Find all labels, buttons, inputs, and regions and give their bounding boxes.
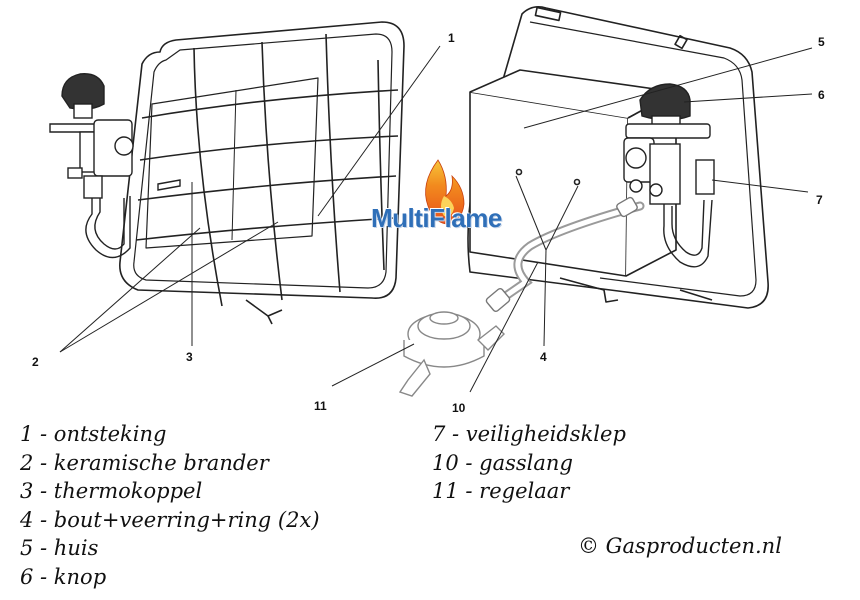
rear-frame-inner: [529, 21, 757, 297]
callout-4: 4: [540, 350, 547, 364]
callout-6: 6: [818, 88, 825, 102]
gas-hose: [485, 196, 645, 313]
legend-item: 1 - ontsteking: [20, 422, 167, 446]
callout-11: 11: [314, 399, 327, 413]
housing-box: [469, 91, 629, 277]
legend-item: 6 - knop: [20, 564, 107, 589]
front-frame-inner: [133, 33, 393, 289]
callout-7: 7: [816, 193, 823, 207]
callout-3: 3: [186, 350, 193, 364]
callout-10: 10: [452, 401, 466, 415]
regulator: [398, 311, 505, 397]
legend-right: 7 - veiligheidsklep 10 - gasslang 11 - r…: [432, 420, 626, 506]
rear-view-heater: [467, 6, 769, 309]
legend-item: 5 - huis: [20, 536, 99, 560]
front-view-heater: [119, 21, 405, 325]
safety-valve-body: [695, 159, 715, 195]
copyright-notice: © Gasproducten.nl: [578, 534, 782, 558]
legend-item: 10 - gasslang: [432, 450, 573, 475]
legend-item: 2 - keramische brander: [20, 450, 269, 475]
front-frame-outer: [119, 21, 405, 299]
callout-numbers: 1 2 3 4 5 6 7 10 11: [32, 31, 825, 415]
multiflame-logo-text: MultiFlame: [371, 203, 502, 233]
flame-icon: [425, 159, 465, 225]
legend-item: 11 - regelaar: [432, 479, 570, 503]
callout-2: 2: [32, 355, 39, 369]
callout-1: 1: [448, 31, 455, 45]
leader-lines: [59, 45, 813, 393]
rear-control-block: [623, 83, 715, 268]
legend-item: 7 - veiligheidsklep: [432, 422, 626, 446]
ceramic-burner-panel: [145, 77, 319, 249]
callout-5: 5: [818, 35, 825, 49]
front-control-block: [49, 73, 181, 259]
legend-item: 3 - thermokoppel: [20, 479, 203, 503]
legend-item: 4 - bout+veerring+ring (2x): [20, 507, 320, 532]
front-thermocouple-tip: [157, 179, 181, 191]
legend-left: 1 - ontsteking 2 - keramische brander 3 …: [20, 420, 320, 591]
